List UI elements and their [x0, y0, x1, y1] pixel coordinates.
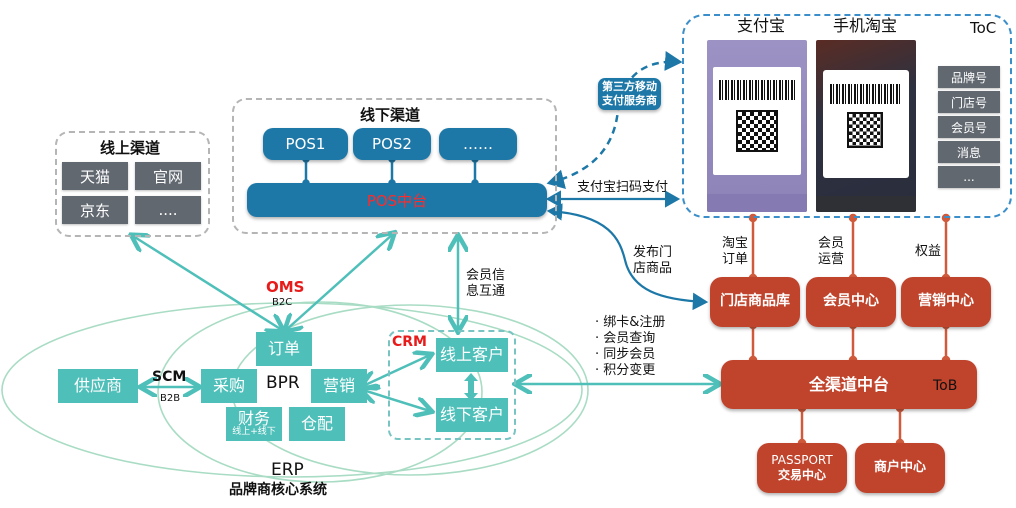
- online-customer-box[interactable]: 线上客户: [436, 338, 508, 372]
- third-party-line1: 第三方移动: [602, 80, 657, 93]
- offline-customer-box[interactable]: 线下客户: [436, 398, 508, 432]
- erp-title: ERP: [271, 460, 304, 480]
- oms-sub-label: B2C: [272, 297, 293, 308]
- toc-brand-account[interactable]: 品牌号: [938, 66, 1000, 88]
- channel-jd[interactable]: 京东: [62, 196, 128, 224]
- passport-line1: PASSPORT: [771, 453, 833, 467]
- finance-box[interactable]: 财务 线上+线下: [226, 407, 282, 441]
- warehouse-box[interactable]: 仓配: [289, 407, 345, 441]
- taobao-screen: [816, 40, 916, 212]
- alipay-scan-label: 支付宝扫码支付: [577, 180, 669, 195]
- crm-box: [388, 330, 516, 440]
- supplier-box[interactable]: 供应商: [58, 369, 138, 403]
- member-function-item: · 积分变更: [595, 363, 656, 378]
- offline-channels-title: 线下渠道: [360, 106, 421, 124]
- crm-label: CRM: [392, 334, 427, 350]
- publish-goods-line2: 店商品: [633, 261, 673, 276]
- marketing-to-offline-customer-arrow: [363, 390, 430, 411]
- offline-to-order-arrow: [286, 234, 393, 330]
- member-info-sync-line2: 息互通: [466, 284, 506, 299]
- bpr-label: BPR: [266, 373, 300, 393]
- toc-box: [682, 14, 1012, 218]
- qr-code-icon: [847, 112, 883, 148]
- channel-more[interactable]: ....: [135, 196, 201, 224]
- taobao-bottom-bar: [816, 196, 916, 212]
- omni-channel-center[interactable]: 全渠道中台: [721, 360, 977, 409]
- member-functions-list: · 绑卡&注册 · 会员查询 · 同步会员 · 积分变更: [595, 315, 665, 379]
- marketing-center[interactable]: 营销中心: [901, 277, 991, 327]
- finance-sub-label: 线上+线下: [232, 426, 276, 437]
- publish-goods-line1: 发布门: [633, 245, 673, 260]
- passport-trade-center[interactable]: PASSPORT 交易中心: [757, 443, 847, 493]
- toc-more[interactable]: ...: [938, 166, 1000, 188]
- online-channels-box: [55, 131, 210, 237]
- mobile-taobao-title: 手机淘宝: [833, 16, 898, 35]
- store-goods-center[interactable]: 门店商品库: [710, 277, 800, 327]
- marketing-to-online-customer-arrow: [363, 355, 430, 386]
- tob-label: ToB: [933, 378, 958, 394]
- member-function-item: · 绑卡&注册: [595, 315, 666, 330]
- alipay-screen: [707, 40, 807, 212]
- publish-goods-label: 发布门 店商品: [633, 245, 672, 277]
- rights-label: 权益: [915, 244, 942, 259]
- third-party-line2: 支付服务商: [602, 94, 657, 107]
- member-ops-line2: 运营: [818, 252, 845, 267]
- merchant-center[interactable]: 商户中心: [855, 443, 945, 493]
- pos-center-box[interactable]: POS中台: [247, 183, 547, 217]
- marketing-box[interactable]: 营销: [311, 369, 367, 403]
- barcode-icon: [719, 80, 795, 100]
- member-info-sync-line1: 会员信: [466, 268, 506, 283]
- scm-label: SCM: [152, 369, 187, 385]
- member-function-item: · 同步会员: [595, 347, 656, 362]
- toc-store-account[interactable]: 门店号: [938, 91, 1000, 113]
- publish-goods-arrow: [546, 203, 709, 311]
- customer-sync-arrow: [464, 373, 478, 401]
- purchase-box[interactable]: 采购: [201, 369, 257, 403]
- channel-official-site[interactable]: 官网: [135, 162, 201, 190]
- channel-tmall[interactable]: 天猫: [62, 162, 128, 190]
- offline-channels-box: [232, 98, 557, 234]
- erp-subtitle: 品牌商核心系统: [229, 482, 327, 498]
- toc-label: ToC: [970, 19, 997, 37]
- toc-messages[interactable]: 消息: [938, 141, 1000, 163]
- qr-code-icon: [736, 110, 778, 152]
- pos-center-label: POS中台: [366, 191, 428, 210]
- alipay-tab-bar: [707, 194, 807, 212]
- finance-label: 财务: [237, 409, 270, 429]
- pos-more-box[interactable]: ……: [439, 128, 517, 160]
- online-to-order-arrow: [133, 236, 282, 330]
- oms-label: OMS: [266, 278, 305, 296]
- pos2-box[interactable]: POS2: [353, 128, 431, 160]
- toc-member-account[interactable]: 会员号: [938, 116, 1000, 138]
- taobao-order-label: 淘宝 订单: [722, 236, 748, 268]
- pos1-box[interactable]: POS1: [263, 128, 348, 160]
- member-ops-label: 会员 运营: [818, 236, 844, 268]
- member-info-sync-label: 会员信 息互通: [466, 268, 505, 300]
- scm-sub-label: B2B: [160, 393, 181, 404]
- member-function-item: · 会员查询: [595, 331, 656, 346]
- taobao-order-line1: 淘宝: [722, 236, 749, 251]
- alipay-title: 支付宝: [737, 16, 786, 35]
- omni-center-label: 全渠道中台: [808, 374, 889, 394]
- barcode-icon: [830, 84, 902, 104]
- third-party-payment-badge: 第三方移动 支付服务商: [598, 78, 661, 110]
- member-ops-line1: 会员: [818, 236, 845, 251]
- third-party-dashed-arrow: [546, 51, 683, 189]
- online-channels-title: 线上渠道: [100, 139, 161, 157]
- order-box[interactable]: 订单: [256, 332, 312, 366]
- taobao-order-line2: 订单: [722, 252, 749, 267]
- member-center[interactable]: 会员中心: [806, 277, 896, 327]
- passport-line2: 交易中心: [777, 468, 826, 482]
